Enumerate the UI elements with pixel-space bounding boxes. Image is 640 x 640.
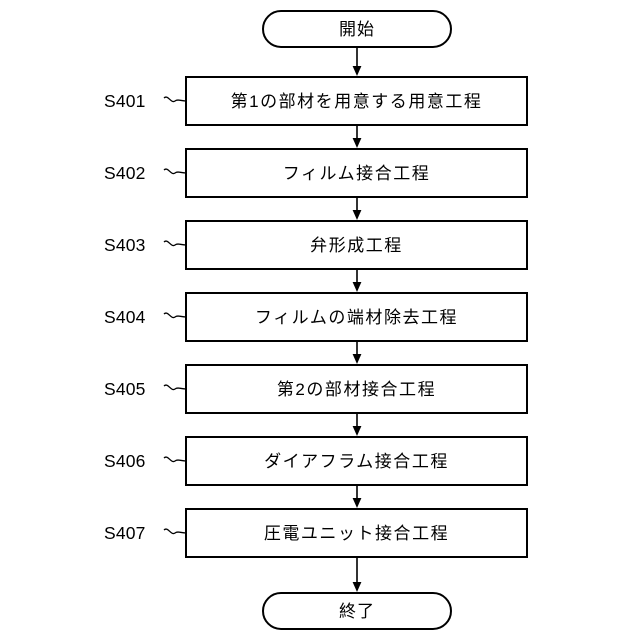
process-box-s406-label: ダイアフラム接合工程 [264, 451, 449, 471]
connector-arrow [350, 126, 364, 148]
step-ref-s401: S401 [104, 89, 166, 113]
connector-arrow [350, 270, 364, 292]
step-ref-s402-text: S402 [104, 162, 146, 183]
process-box-s406: ダイアフラム接合工程 [185, 436, 528, 486]
process-box-s407-label: 圧電ユニット接合工程 [263, 523, 450, 543]
process-box-s405: 第2の部材接合工程 [185, 364, 528, 414]
step-ref-s402: S402 [104, 161, 166, 185]
process-box-s405-label: 第2の部材接合工程 [276, 379, 437, 399]
step-ref-s403: S403 [104, 233, 166, 257]
process-box-s401-label: 第1の部材を用意する用意工程 [230, 91, 483, 111]
connector-arrow [350, 558, 364, 592]
step-ref-s407-text: S407 [104, 522, 146, 543]
end-node-label: 終了 [338, 601, 376, 621]
end-node: 終了 [262, 592, 452, 630]
connector-arrow [350, 486, 364, 508]
step-ref-s404: S404 [104, 305, 166, 329]
connector-arrow [350, 198, 364, 220]
process-box-s404-label: フィルムの端材除去工程 [254, 307, 459, 327]
connector-arrow [350, 48, 364, 76]
process-box-s402: フィルム接合工程 [185, 148, 528, 198]
step-ref-s405: S405 [104, 377, 166, 401]
step-ref-s403-text: S403 [104, 234, 146, 255]
label-leader-icon [163, 167, 187, 179]
step-ref-s404-text: S404 [104, 306, 146, 327]
label-leader-icon [163, 239, 187, 251]
start-node-label: 開始 [338, 19, 376, 39]
step-ref-s406: S406 [104, 449, 166, 473]
label-leader-icon [163, 527, 187, 539]
start-node: 開始 [262, 10, 452, 48]
process-box-s403-label: 弁形成工程 [310, 235, 403, 255]
step-ref-s407: S407 [104, 521, 166, 545]
process-box-s401: 第1の部材を用意する用意工程 [185, 76, 528, 126]
label-leader-icon [163, 311, 187, 323]
process-box-s407: 圧電ユニット接合工程 [185, 508, 528, 558]
connector-arrow [350, 342, 364, 364]
process-box-s404: フィルムの端材除去工程 [185, 292, 528, 342]
step-ref-s401-text: S401 [104, 90, 146, 111]
label-leader-icon [163, 95, 187, 107]
label-leader-icon [163, 455, 187, 467]
step-ref-s405-text: S405 [104, 378, 146, 399]
step-ref-s406-text: S406 [104, 450, 146, 471]
connector-arrow [350, 414, 364, 436]
process-box-s402-label: フィルム接合工程 [282, 163, 431, 183]
label-leader-icon [163, 383, 187, 395]
process-box-s403: 弁形成工程 [185, 220, 528, 270]
